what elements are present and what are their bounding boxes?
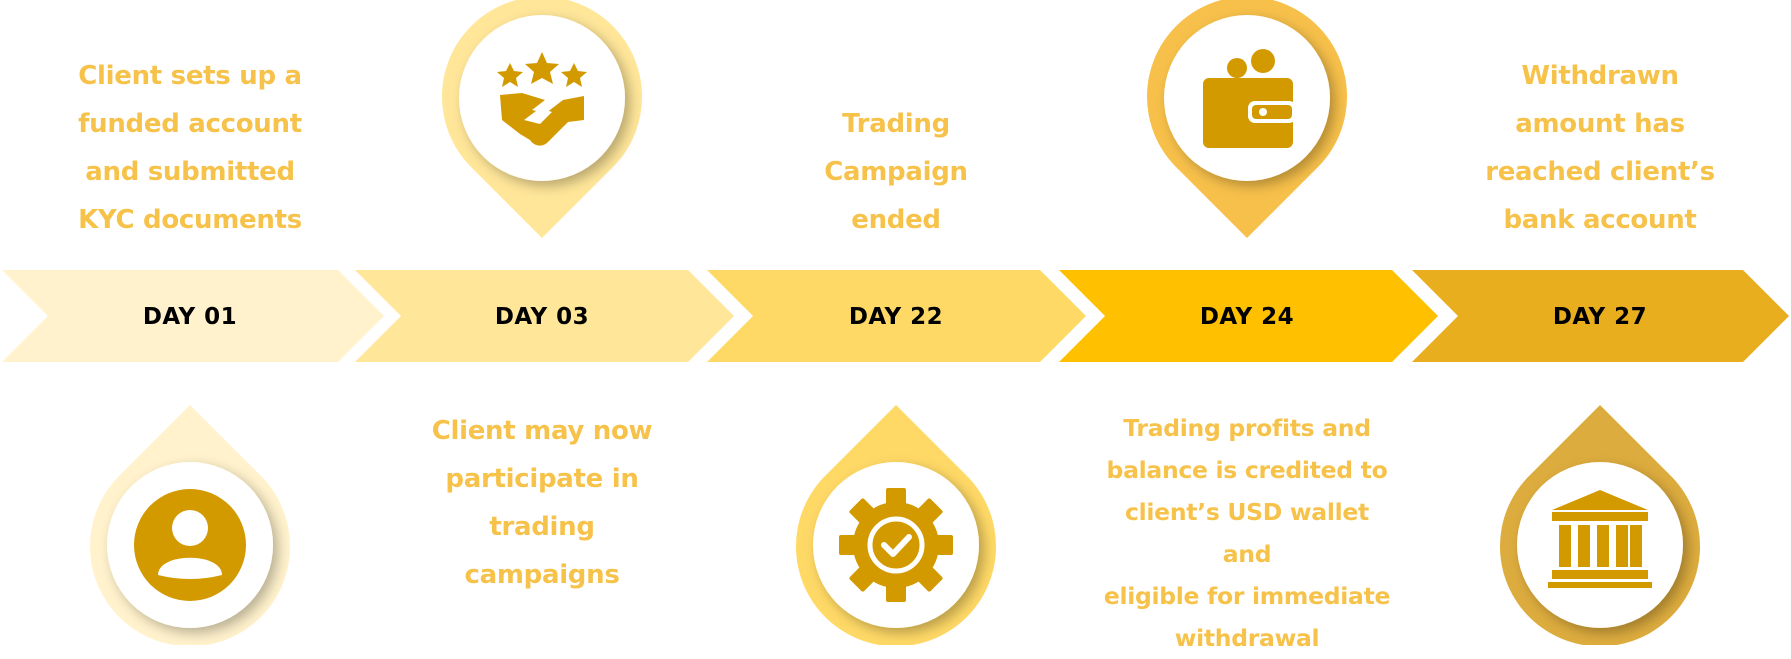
day-arrow-2 — [355, 270, 734, 362]
step-4-description: Trading profits and balance is credited … — [1103, 414, 1391, 652]
day-label-2: DAY 03 — [494, 304, 590, 330]
day-arrow-3 — [707, 270, 1086, 362]
day-label-1: DAY 01 — [142, 304, 238, 330]
day-label-3: DAY 22 — [848, 304, 944, 330]
step-3-description: Trading Campaign ended — [824, 109, 968, 235]
pin-4 — [1147, 0, 1347, 238]
step-1-description: Client sets up a funded account and subm… — [78, 61, 302, 235]
step-5-description: Withdrawn amount has reached client’s ba… — [1485, 61, 1715, 235]
timeline-arrows — [2, 270, 1789, 362]
user-icon — [134, 489, 246, 601]
pin-5 — [1500, 405, 1700, 645]
day-arrow-5 — [1412, 270, 1789, 362]
day-label-5: DAY 27 — [1552, 304, 1648, 330]
timeline-diagram — [2, 0, 1789, 645]
pin-2 — [442, 0, 642, 238]
gear-check-icon — [839, 488, 953, 602]
step-2-description: Client may now participate in trading ca… — [431, 416, 653, 590]
handshake-stars-icon — [497, 52, 587, 146]
bank-icon — [1548, 490, 1652, 588]
wallet-icon — [1203, 49, 1296, 148]
day-label-4: DAY 24 — [1199, 304, 1295, 330]
pin-1 — [90, 405, 290, 645]
day-arrow-4 — [1059, 270, 1438, 362]
day-arrow-1 — [2, 270, 384, 362]
pin-2-face — [459, 15, 625, 181]
pin-3 — [796, 405, 996, 645]
